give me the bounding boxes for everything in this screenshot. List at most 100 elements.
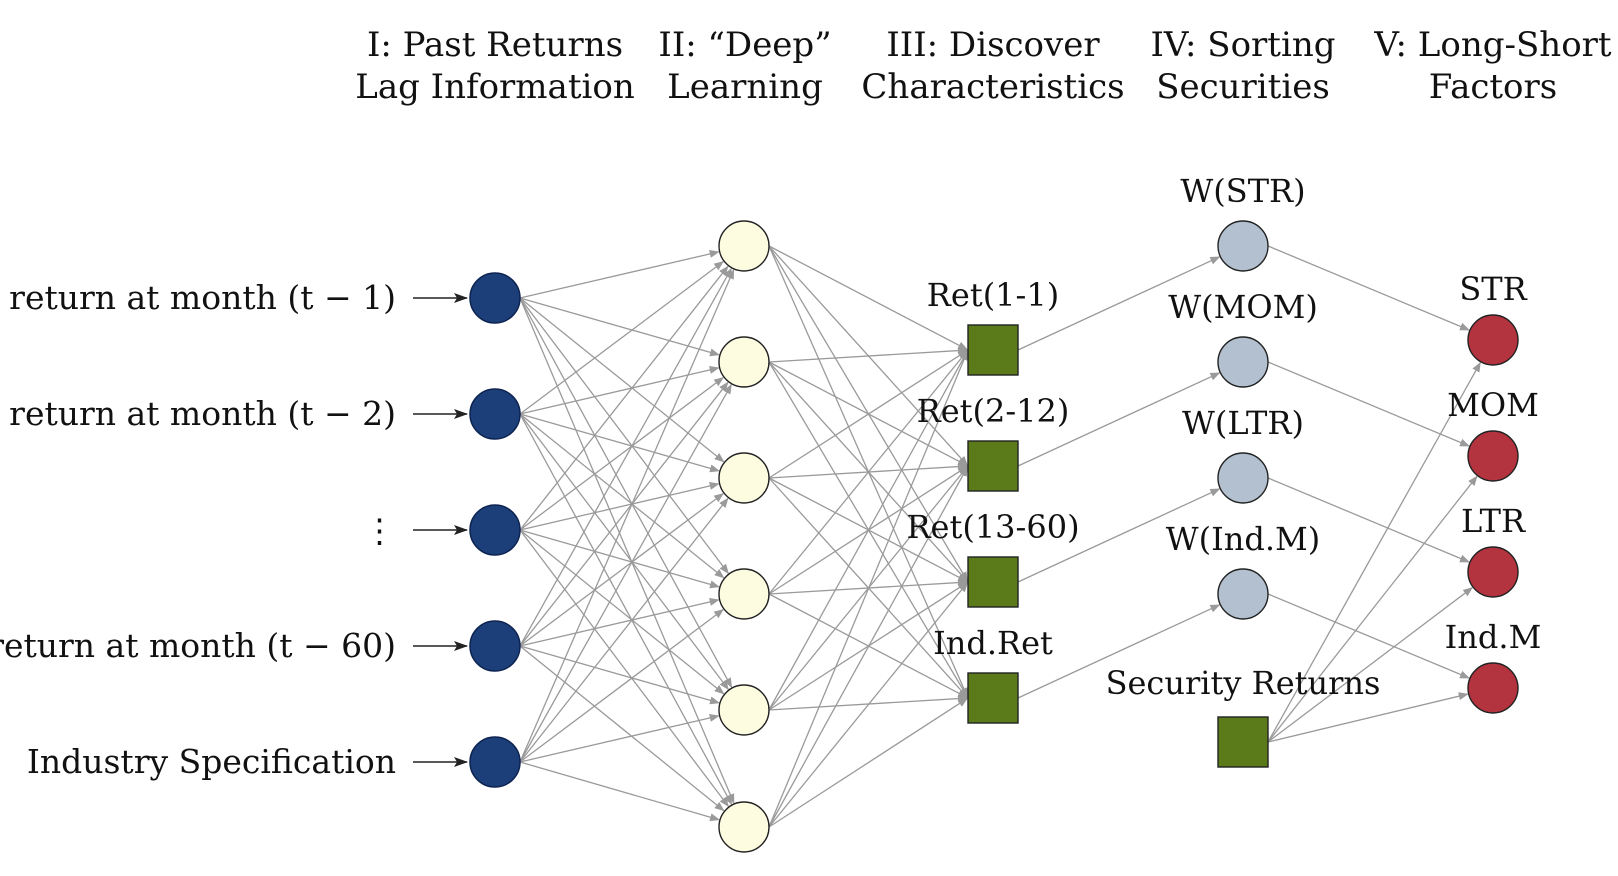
weight-label: W(LTR)	[1182, 404, 1304, 442]
weight-node	[1217, 452, 1269, 504]
edge	[519, 529, 720, 589]
edge	[1017, 372, 1221, 467]
stage-3-title-line2: Characteristics	[861, 67, 1124, 107]
stage-2-title-line1: II: “Deep”	[658, 25, 831, 65]
factor-label: STR	[1459, 270, 1527, 308]
weight-node	[1217, 220, 1269, 272]
edge	[1267, 593, 1470, 679]
hidden-node	[718, 801, 770, 853]
edge	[1017, 604, 1221, 699]
hidden-node	[718, 220, 770, 272]
edge	[519, 413, 720, 473]
edge	[768, 350, 969, 828]
edge	[768, 349, 968, 479]
edge	[519, 261, 725, 415]
vertical-ellipsis: ⋮	[363, 511, 396, 550]
node-labels: return at month (t − 1) return at month (…	[0, 172, 1541, 781]
factor-node	[1467, 546, 1519, 598]
characteristic-node	[967, 324, 1019, 376]
weight-label: W(Ind.M)	[1166, 520, 1321, 558]
input-label: Industry Specification	[27, 742, 396, 781]
factor-label: LTR	[1461, 502, 1526, 540]
weight-node	[1217, 336, 1269, 388]
input-node	[469, 504, 521, 556]
hidden-node	[718, 452, 770, 504]
edge	[519, 297, 735, 804]
edge	[519, 413, 733, 806]
edge	[1267, 245, 1470, 331]
edge	[519, 413, 725, 579]
edge	[768, 349, 969, 711]
connection-edges	[519, 245, 1481, 828]
edge	[519, 529, 729, 808]
factor-node	[1467, 430, 1519, 482]
edge	[768, 245, 968, 351]
characteristic-node	[967, 440, 1019, 492]
edge	[519, 381, 729, 647]
edge	[1267, 692, 1469, 743]
edge	[519, 761, 720, 822]
edge	[519, 493, 725, 647]
input-node	[469, 620, 521, 672]
stage-1-title-line2: Lag Information	[355, 67, 634, 107]
edge	[519, 608, 725, 763]
input-node	[469, 388, 521, 440]
input-node	[469, 736, 521, 788]
edge	[1017, 256, 1221, 351]
edge	[1017, 488, 1221, 583]
hidden-node	[718, 684, 770, 736]
stage-3-title-line1: III: Discover	[886, 25, 1100, 65]
network-nodes	[469, 220, 1519, 853]
edge	[519, 366, 720, 415]
edge	[1267, 587, 1474, 743]
characteristic-node	[967, 672, 1019, 724]
weight-label: W(MOM)	[1168, 288, 1318, 326]
stage-4-title-line2: Securities	[1156, 67, 1330, 107]
input-node	[469, 272, 521, 324]
edge	[519, 645, 720, 705]
input-label: return at month (t − 1)	[9, 278, 396, 317]
hidden-node	[718, 568, 770, 620]
weight-node	[1217, 568, 1269, 620]
factor-label: Ind.M	[1445, 618, 1542, 656]
security-returns-node	[1217, 716, 1269, 768]
edge	[768, 581, 968, 828]
stage-titles: I: Past Returns Lag Information II: “Dee…	[355, 25, 1612, 107]
edge	[768, 349, 969, 595]
edge	[519, 645, 725, 812]
edge	[519, 250, 720, 299]
input-label: return at month (t − 2)	[9, 394, 396, 433]
edge	[519, 598, 720, 647]
edge	[519, 297, 720, 357]
edge	[519, 714, 720, 763]
edge	[519, 297, 733, 689]
stage-5-title-line1: V: Long-Short	[1373, 25, 1612, 65]
input-label: return at month (t − 60)	[0, 626, 396, 665]
characteristic-label: Ret(13-60)	[906, 508, 1079, 546]
edge	[768, 346, 969, 363]
characteristic-node	[967, 556, 1019, 608]
edge	[768, 466, 969, 828]
edge	[519, 413, 729, 691]
edge	[768, 694, 969, 711]
edge	[519, 377, 725, 531]
factor-node	[1467, 314, 1519, 366]
stage-2-title-line2: Learning	[667, 67, 823, 107]
edge	[519, 497, 729, 763]
edge	[1267, 477, 1470, 563]
factor-label: MOM	[1447, 386, 1539, 424]
security-returns-label: Security Returns	[1106, 664, 1381, 702]
stage-5-title-line2: Factors	[1429, 67, 1557, 107]
input-arrows	[413, 293, 468, 767]
edge	[519, 297, 729, 575]
stage-1-title-line1: I: Past Returns	[367, 25, 623, 65]
edge	[1267, 361, 1470, 447]
hidden-node	[718, 336, 770, 388]
edge	[519, 482, 720, 531]
edge	[1267, 361, 1481, 743]
edge	[519, 529, 725, 695]
characteristic-label: Ind.Ret	[933, 624, 1053, 662]
edge	[519, 268, 735, 763]
stage-4-title-line1: IV: Sorting	[1150, 25, 1335, 65]
